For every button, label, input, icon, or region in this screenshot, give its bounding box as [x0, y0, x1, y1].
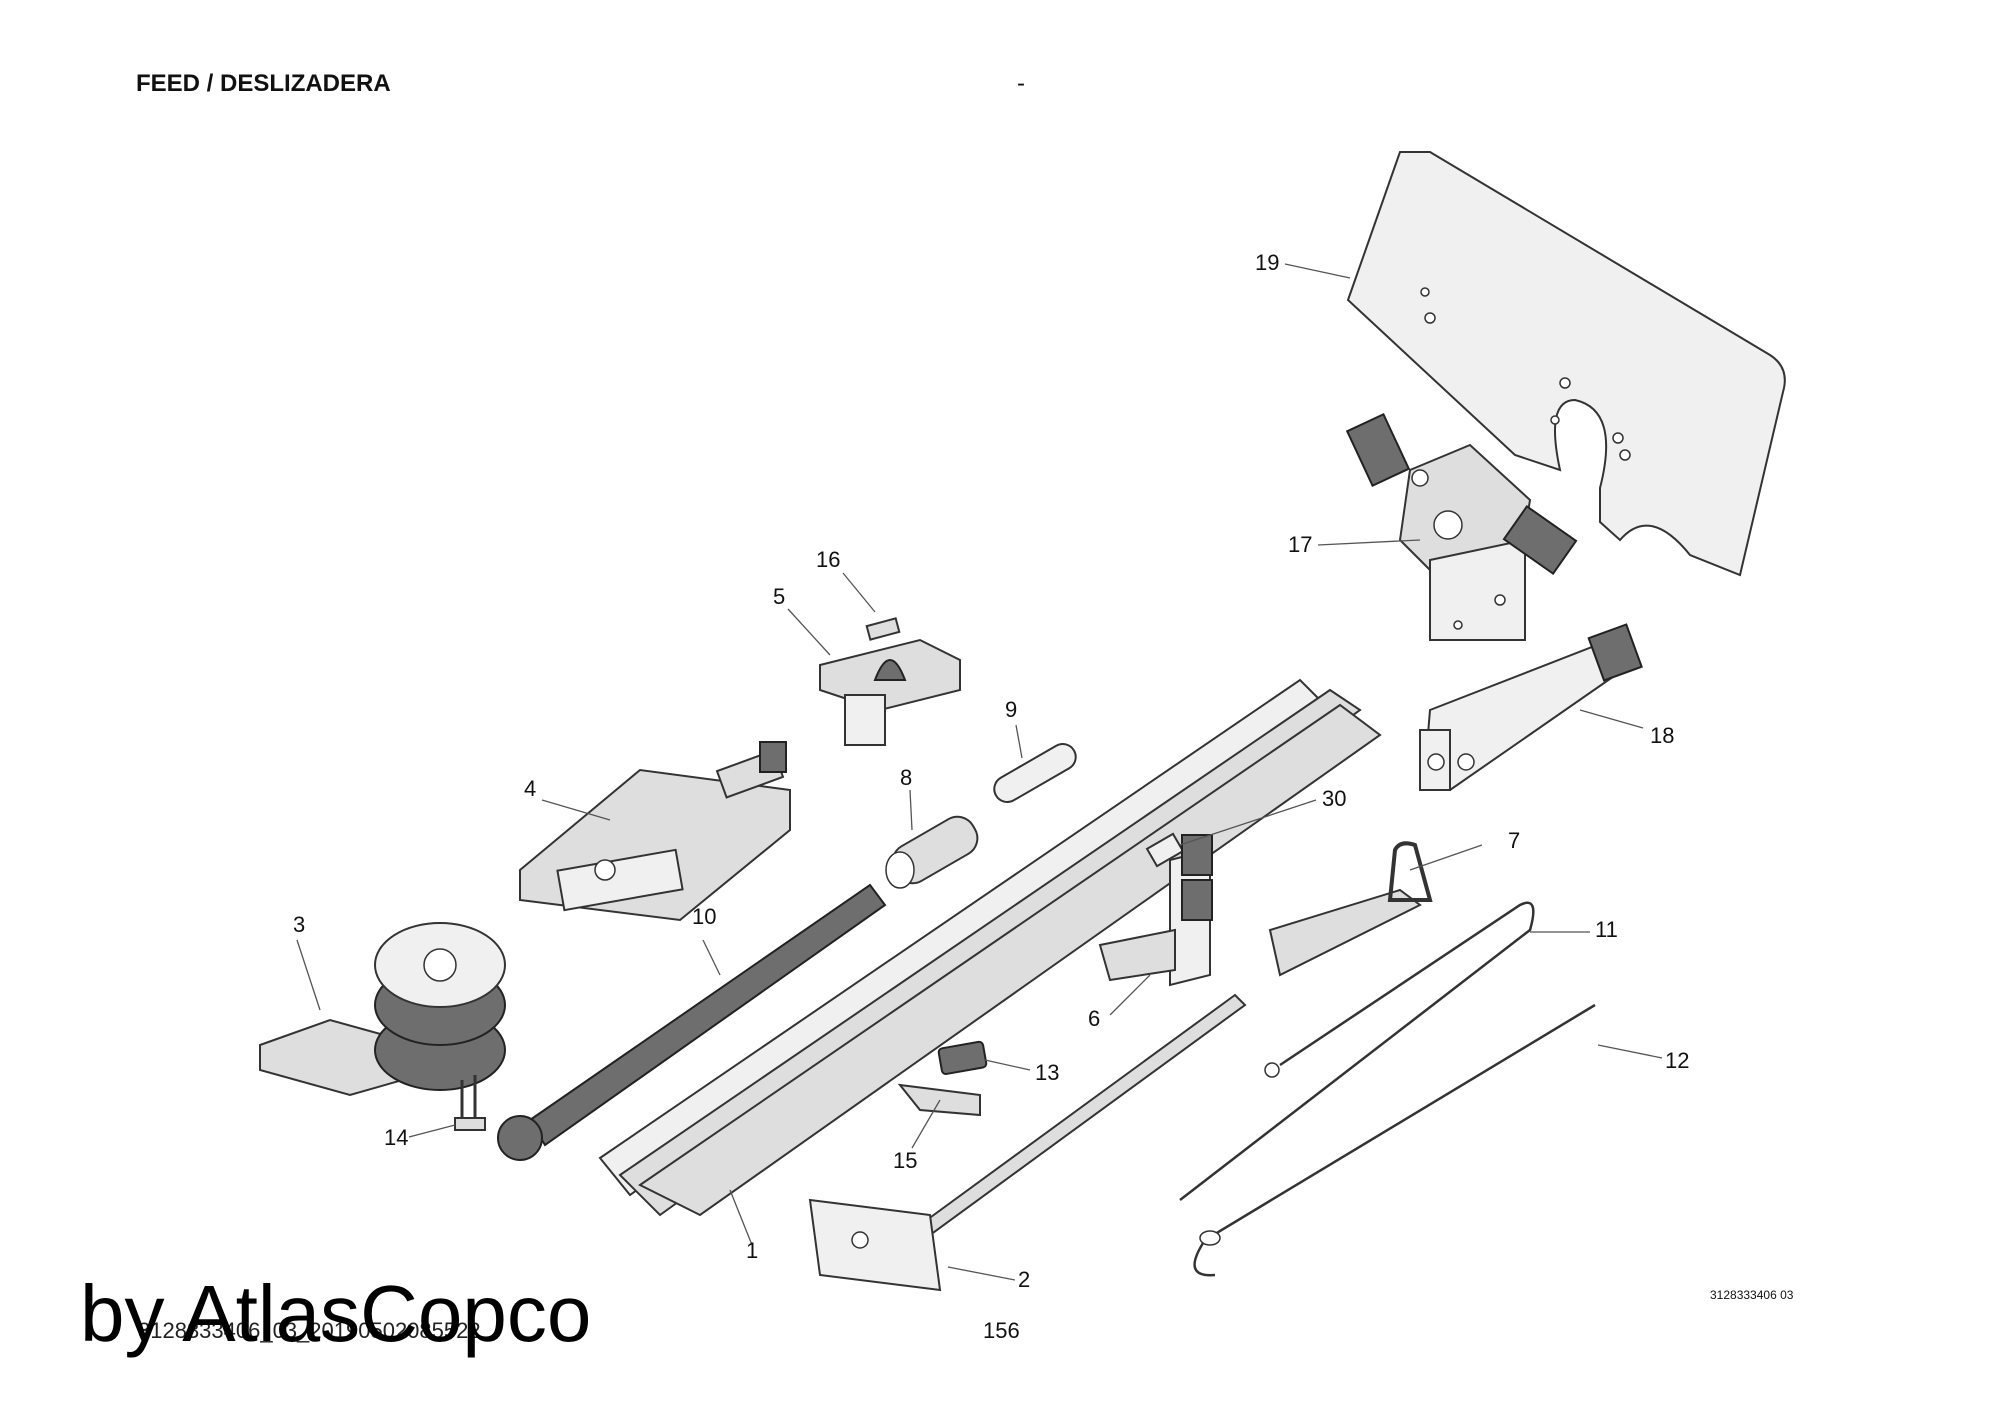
- part-30-decal: [1145, 832, 1185, 868]
- callout-14: 14: [384, 1125, 408, 1150]
- callout-15: 15: [893, 1148, 917, 1173]
- callout-4: 4: [524, 776, 536, 801]
- callout-1: 1: [746, 1238, 758, 1263]
- callout-19: 19: [1255, 250, 1279, 275]
- part-9-pin: [993, 743, 1077, 803]
- callout-16: 16: [816, 547, 840, 572]
- callout-6: 6: [1088, 1006, 1100, 1031]
- callout-8: 8: [900, 765, 912, 790]
- part-5-cradle: [819, 638, 961, 746]
- callout-5: 5: [773, 584, 785, 609]
- callout-9: 9: [1005, 697, 1017, 722]
- part-17-rotation-unit: [1345, 413, 1578, 641]
- part-12-wire-rope: [1193, 1003, 1596, 1277]
- part-7-handle: [1268, 841, 1433, 977]
- part-13-clamp: [937, 1040, 988, 1075]
- part-8-bushing: [885, 815, 979, 889]
- callout-3: 3: [293, 912, 305, 937]
- part-6-bracket: [1098, 834, 1213, 987]
- part-14-bolt: [454, 1075, 486, 1131]
- document-reference: 3128333406 03: [1710, 1288, 1794, 1302]
- callout-12: 12: [1665, 1048, 1689, 1073]
- header-separator: -: [1017, 70, 1025, 97]
- page-number: 156: [983, 1318, 1020, 1343]
- callout-13: 13: [1035, 1060, 1059, 1085]
- part-18-cylinder: [1419, 623, 1643, 792]
- callout-17: 17: [1288, 532, 1312, 557]
- part-1-feed-beam: [598, 678, 1382, 1217]
- callout-18: 18: [1650, 723, 1674, 748]
- file-reference: 3128333406_03_20190502085522: [138, 1318, 481, 1343]
- leader-lines: [296, 263, 1663, 1281]
- part-3-pulley: [259, 922, 506, 1097]
- part-19-mounting-plate: [1346, 151, 1786, 577]
- part-16-retainer: [865, 617, 901, 641]
- callout-30: 30: [1322, 786, 1346, 811]
- page-title: FEED / DESLIZADERA: [136, 70, 391, 97]
- callout-7: 7: [1508, 828, 1520, 853]
- part-10-hose-tube: [497, 883, 887, 1161]
- part-4-carriage: [519, 741, 791, 922]
- part-11-cable: [1179, 901, 1535, 1201]
- callout-2: 2: [1018, 1267, 1030, 1292]
- watermark: by AtlasCopco: [80, 1269, 592, 1358]
- callout-11: 11: [1595, 917, 1618, 942]
- callout-labels: 19 17 18 16 5 9 8 30 7 4 10 11 12 6 3 13…: [293, 250, 1689, 1292]
- callout-10: 10: [692, 904, 716, 929]
- part-2-rail-bracket: [808, 993, 1247, 1292]
